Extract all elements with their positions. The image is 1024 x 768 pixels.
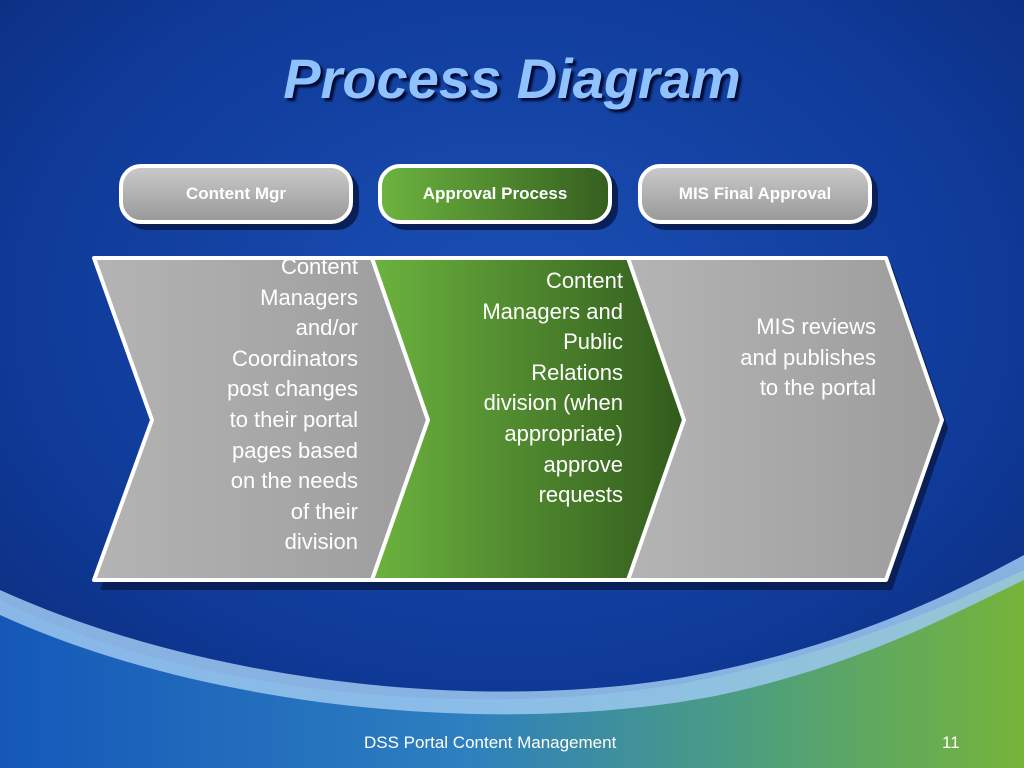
step-pill-content-mgr: Content Mgr: [119, 164, 353, 224]
step-pill-mis-final-approval: MIS Final Approval: [638, 164, 872, 224]
step-2-description: Content Managers and Public Relations di…: [482, 268, 623, 508]
footer-text: DSS Portal Content Management: [364, 733, 617, 752]
slide-title: Process Diagram: [283, 47, 741, 110]
step-pill-approval-process: Approval Process: [378, 164, 612, 224]
step-3-description: MIS reviews and publishes to the portal: [740, 314, 876, 401]
light-swoosh: [0, 555, 1024, 715]
chevron-step-3: [626, 256, 944, 582]
page-number: 11: [942, 733, 960, 752]
step-1-description: Content Managers and/or Coordinators pos…: [227, 254, 358, 555]
bottom-wave: [0, 570, 1024, 768]
